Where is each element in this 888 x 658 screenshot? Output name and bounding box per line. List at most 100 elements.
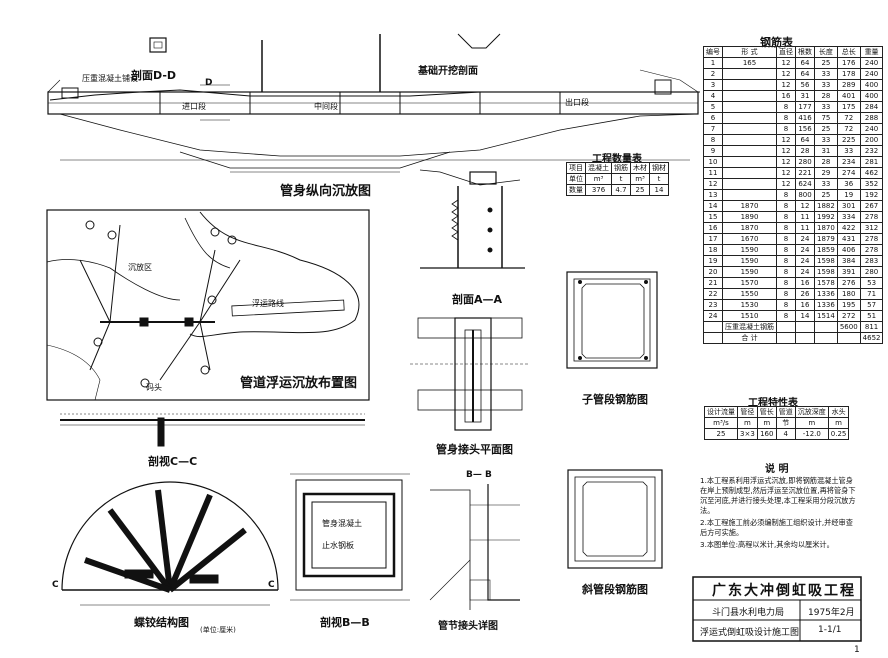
rebar-table-cell: 1890 [722, 211, 777, 223]
rebar-table-cell: 24 [795, 233, 815, 245]
rebar-table-cell: 2 [703, 68, 723, 80]
rebar-table-cell [776, 332, 796, 344]
rebar-table-cell: 11 [703, 167, 723, 179]
rebar-table-cell: 53 [859, 277, 884, 289]
rebar-table-cell: 12 [776, 178, 796, 190]
rebar-table-cell: 4652 [859, 332, 884, 344]
rebar-table-cell: 8 [776, 266, 796, 278]
rebar-table-cell: 33 [814, 134, 838, 146]
section-dd-label: 剖面D-D [131, 69, 177, 82]
rebar-table-cell: 1514 [814, 310, 838, 322]
rebar-table-cell [722, 123, 777, 135]
rebar-header-cell: 编号 [703, 46, 723, 58]
rebar-table-cell: 36 [836, 178, 861, 190]
rebar-table-cell: 278 [859, 211, 884, 223]
rebar-header-cell: 根数 [795, 46, 815, 58]
quantity-header-cell: 项目 [566, 162, 586, 174]
notes-list: 1.本工程系利用浮运式沉放,即将钢筋混凝土管身在岸上预制成型,然后浮运至沉放位置… [700, 476, 860, 552]
rebar-table-cell: 33 [814, 79, 838, 91]
quantity-table-cell: 单位 [566, 173, 586, 185]
rebar-table-cell: 422 [836, 222, 861, 234]
rebar-table-cell: 280 [795, 156, 815, 168]
property-table-cell: 160 [756, 428, 777, 440]
rebar-table-cell: 400 [859, 90, 884, 102]
rebar-table-cell: 33 [814, 68, 838, 80]
rebar-table-cell [722, 178, 777, 190]
rebar-table-cell: 8 [776, 299, 796, 311]
quantity-table-cell: t [649, 173, 669, 185]
note-item: 3.本图单位:高程以米计,其余均以厘米计。 [700, 540, 834, 549]
rebar-table-cell: 19 [836, 189, 861, 201]
layout-plan-title: 管道浮运沉放布置图 [240, 376, 358, 391]
property-header-cell: 沉放深度 [794, 406, 829, 418]
rebar-table-header: 编号形 式直径根数长度总长重量 [703, 46, 884, 58]
rebar-table-cell: 72 [836, 123, 861, 135]
rebar-table-cell: 56 [795, 79, 815, 91]
butterfly-c-right: C [268, 580, 275, 590]
rebar-table-cell: 12 [776, 79, 796, 91]
rebar-table-cell: 8 [776, 222, 796, 234]
rebar-table-cell: 284 [859, 101, 884, 113]
rebar-table-cell: 180 [836, 288, 861, 300]
rebar-header-cell: 重量 [859, 46, 884, 58]
rebar-table-cell: 64 [795, 57, 815, 69]
rebar-table-cell: 21 [703, 277, 723, 289]
rebar-table-cell: 221 [795, 167, 815, 179]
rebar-table-cell: 24 [795, 255, 815, 267]
rebar-table-cell: 4 [703, 90, 723, 102]
longitudinal-label-b: 进口段 [182, 102, 206, 111]
rebar-table-cell: 29 [814, 167, 838, 179]
rebar-table-cell: 12 [776, 57, 796, 69]
property-table-cell: 节 [775, 417, 796, 429]
rebar-table-cell: 272 [836, 310, 861, 322]
rebar-table-cell: 12 [776, 156, 796, 168]
rebar-table-cell: 25 [814, 123, 838, 135]
rebar-table-cell: 1336 [814, 299, 838, 311]
section-bb-title: 剖视B—B [320, 616, 370, 629]
rebar-table-cell: 8 [776, 200, 796, 212]
quantity-table-cell: t [611, 173, 631, 185]
rebar-table-cell [722, 101, 777, 113]
dredge-profile-label: 基础开挖剖面 [418, 66, 478, 77]
rebar-table-cell [722, 90, 777, 102]
quantity-table-title: 工程数量表 [592, 154, 642, 165]
rebar-table-cell: 16 [776, 90, 796, 102]
butterfly-hinge-drawing [61, 481, 279, 606]
rebar-table-cell: 24 [703, 310, 723, 322]
rebar-table-cell: 14 [703, 200, 723, 212]
rebar-table-cell [703, 321, 723, 333]
rebar-table-cell: 156 [795, 123, 815, 135]
rebar-table-cell: 8 [776, 112, 796, 124]
property-table-cell: m [756, 417, 777, 429]
layout-label-b: 浮运路线 [252, 299, 284, 308]
rebar-table-cell: 1870 [722, 222, 777, 234]
rebar-table-cell: 431 [836, 233, 861, 245]
rebar-table-cell: 8 [776, 244, 796, 256]
rebar-table-cell: 283 [859, 255, 884, 267]
property-header-cell: 水头 [827, 406, 850, 418]
longitudinal-title: 管身纵向沉放图 [280, 184, 372, 199]
rebar-table-cell [722, 134, 777, 146]
rebar-table-cell: 312 [859, 222, 884, 234]
layout-label-c: 码头 [146, 383, 162, 392]
slope-rebar-title: 斜管段钢筋图 [582, 583, 648, 596]
rebar-table-cell: 25 [814, 57, 838, 69]
rebar-table-cell: 31 [814, 145, 838, 157]
rebar-table-cell: 11 [795, 222, 815, 234]
rebar-table-cell: 33 [836, 145, 861, 157]
section-bb-drawing [290, 473, 410, 601]
joint-plan-title: 管身接头平面图 [436, 443, 513, 456]
quantity-table-cell: 14 [649, 184, 669, 196]
rebar-table-cell: 240 [859, 57, 884, 69]
rebar-table-cell: 26 [795, 288, 815, 300]
rebar-table-cell: 5600 [836, 321, 861, 333]
